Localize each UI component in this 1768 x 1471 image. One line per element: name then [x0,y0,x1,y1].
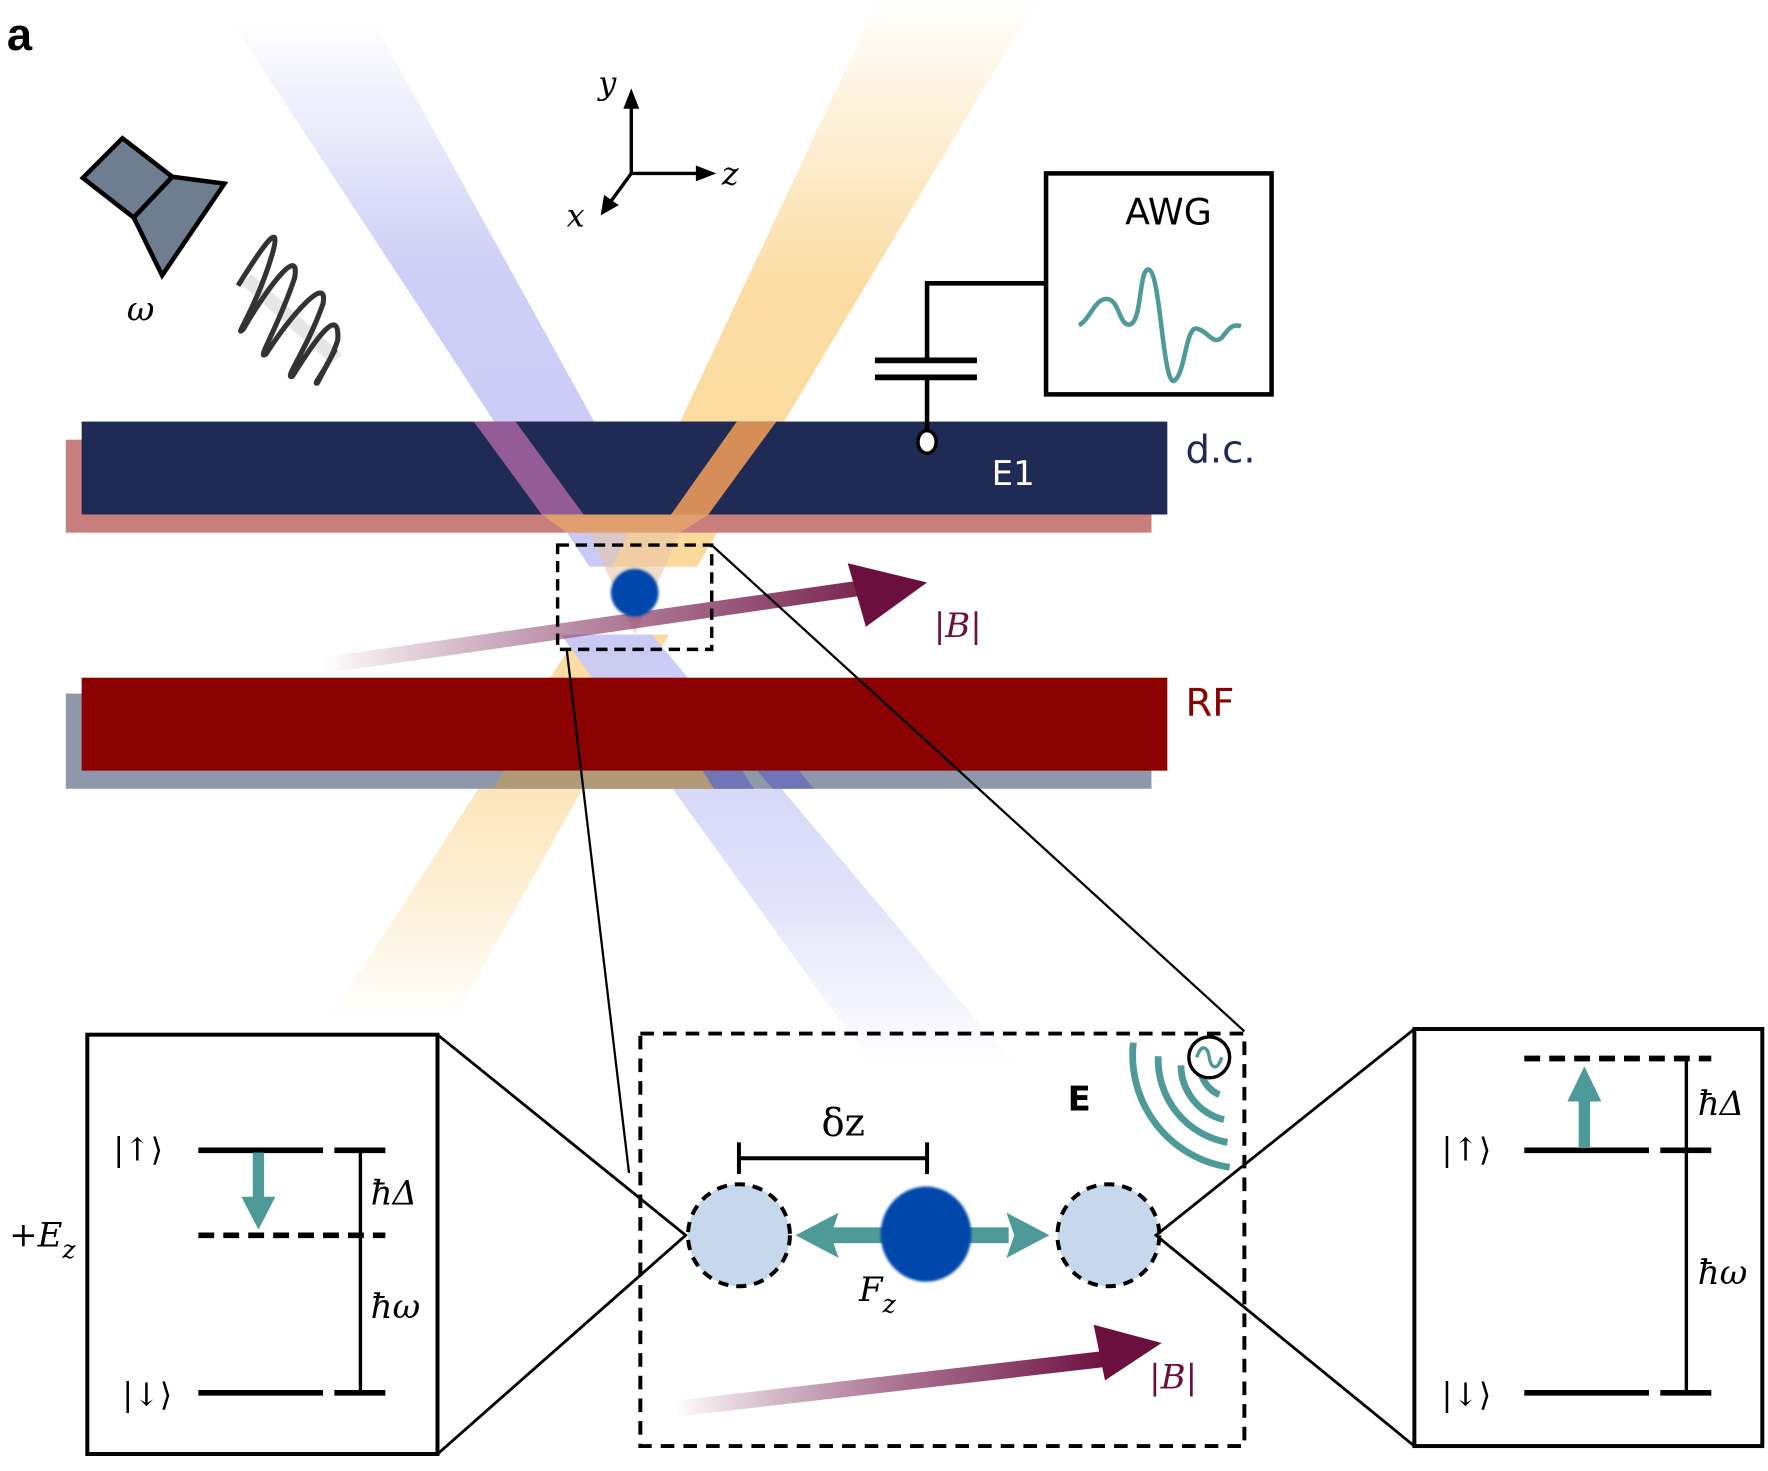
horn-flare [131,174,229,280]
right-down-state-label: |↓⟩ [1442,1377,1492,1413]
z-axis-arrowhead [695,165,717,182]
rf-shadow-beam-blue [702,770,754,789]
e-field-label: E [1068,1080,1091,1120]
electrode-contact [916,428,938,456]
right-up-state-label: |↑⟩ [1442,1132,1492,1168]
right-omega-label: ħω [1698,1253,1748,1293]
left-side-label: +Ez [9,1216,76,1264]
rf-electrode: RF [65,677,1234,789]
y-axis-arrowhead [623,88,640,109]
inset-b-field-arrow [674,1350,1108,1417]
rf-label: RF [1185,681,1234,726]
left-energy-levels: +Ez |↑⟩ |↓⟩ ħΔ ħω [9,1032,440,1456]
dc-electrode-notch-blue [473,421,584,515]
right-shift-arrow-icon [1567,1066,1602,1149]
callout-right [1153,1027,1416,1448]
rf-electrode-body [81,677,1168,771]
microwave-source: ω [79,135,343,386]
left-down-state-label: |↓⟩ [122,1377,172,1413]
left-delta-label: ħΔ [371,1174,417,1214]
left-omega-label: ħω [371,1287,421,1327]
z-axis-label: z [721,157,739,193]
ion-ghost-right [1055,1182,1162,1289]
ion-ghost-left [685,1182,792,1289]
dc-label: d.c. [1185,427,1255,472]
left-levels-box [85,1032,440,1456]
y-axis-label: y [596,66,617,102]
panel-label: a [7,9,33,60]
ion-displaced [880,1186,972,1282]
rf-shadow-beam-blue2 [757,770,814,789]
ion [610,568,659,617]
inset-b-field-label: |B| [1149,1357,1197,1397]
dc-electrode-notch-center [515,421,737,515]
dc-electrode-notch-orange [670,421,777,515]
ac-source-icon [1187,1035,1232,1080]
awg-box [1043,171,1274,397]
awg-waveform-icon [1077,267,1242,384]
rf-shadow-beam-orange [493,770,726,789]
zoom-region-box [555,543,714,652]
b-field-arrow [323,563,928,674]
awg-wire [924,281,1047,361]
dc-electrode: E1 d.c. [65,421,1256,533]
zoom-line-right [710,544,1246,1033]
x-axis-label: x [567,199,585,235]
x-axis-arrowhead [600,194,619,216]
left-shift-arrow-icon [241,1152,276,1230]
e1-label: E1 [992,454,1035,494]
frequency-label: ω [127,290,155,330]
microwave-wave-icon [235,234,341,386]
b-field-label: |B| [934,606,982,646]
right-energy-levels: |↑⟩ |↓⟩ ħΔ ħω [1412,1027,1765,1449]
awg-label: AWG [1125,190,1212,233]
zoom-line-left [565,649,631,1174]
coordinate-axes: y z x [567,66,739,235]
beam-crossing-shadow [541,514,709,533]
zoom-inset: E δz Fz |B| [436,1027,1416,1456]
left-up-state-label: |↑⟩ [113,1132,163,1168]
delta-z-label: δz [821,1101,864,1146]
callout-left [436,1033,688,1456]
right-delta-label: ħΔ [1698,1084,1744,1124]
awg-circuit: AWG [874,171,1274,456]
inset-b-field-arrowhead [1093,1324,1162,1381]
force-label: Fz [858,1270,897,1318]
zoom-inset-border [638,1031,1247,1449]
